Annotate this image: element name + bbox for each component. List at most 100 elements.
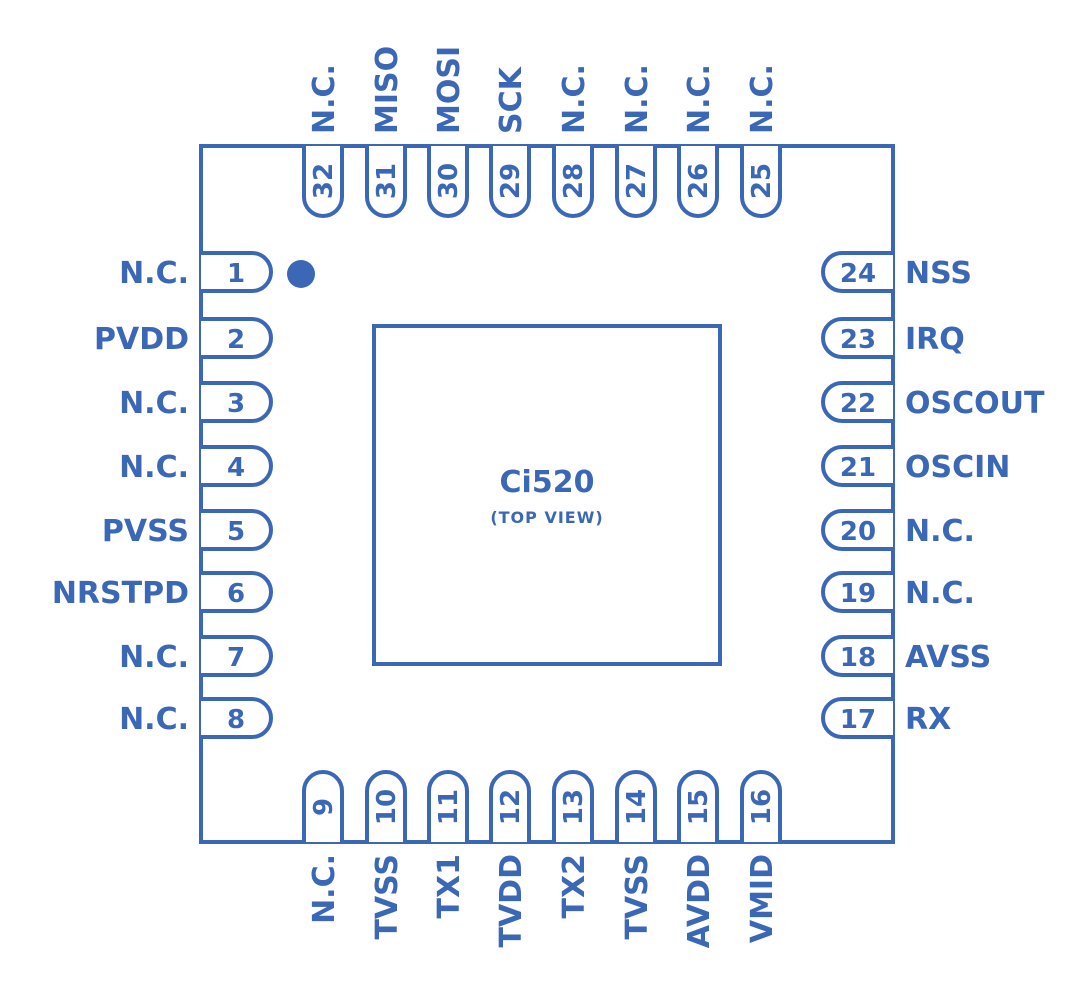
view-label: (TOP VIEW) <box>490 508 603 527</box>
pin-number: 15 <box>684 789 714 825</box>
pin-5: 5 PVSS <box>102 509 273 551</box>
pin-number: 1 <box>227 259 245 289</box>
pin-number: 5 <box>227 517 245 547</box>
pin-label: VMID <box>745 854 780 943</box>
pin-pad <box>821 381 893 423</box>
package-outline <box>199 144 895 844</box>
pin-label: TX2 <box>557 854 592 918</box>
pin-pad <box>427 146 469 218</box>
pin-19: 19 N.C. <box>821 571 975 613</box>
pin-label: AVSS <box>905 640 991 675</box>
chip-name: Ci520 <box>500 465 595 500</box>
pin-label: N.C. <box>307 854 342 924</box>
pin-number: 26 <box>684 163 714 199</box>
pin-number: 13 <box>559 789 589 825</box>
pin-number: 21 <box>840 453 876 483</box>
pin-label: PVDD <box>94 322 189 357</box>
pin-number: 27 <box>622 163 652 199</box>
pin-number: 19 <box>840 579 876 609</box>
pin-number: 6 <box>227 579 245 609</box>
pin-number: 3 <box>227 389 245 419</box>
pin-25: 25N.C. <box>740 64 782 218</box>
pin-number: 8 <box>227 705 245 735</box>
pin-label: OSCIN <box>905 450 1010 485</box>
pin-number: 24 <box>840 259 876 289</box>
pin-number: 11 <box>434 789 464 825</box>
pin-18: 18 AVSS <box>821 635 991 677</box>
pin-pad <box>615 770 657 842</box>
die-pad <box>372 324 722 666</box>
pin-pad <box>821 251 893 293</box>
pin-label: OSCOUT <box>905 386 1045 421</box>
pin-label: MISO <box>370 46 405 134</box>
pin-label: N.C. <box>745 64 780 134</box>
pin-1: 1 N.C. <box>119 251 273 293</box>
pin-number: 30 <box>434 163 464 199</box>
pin-label: N.C. <box>620 64 655 134</box>
pin-label: IRQ <box>905 322 965 357</box>
pin-label: PVSS <box>102 514 189 549</box>
pin-24: 24 NSS <box>821 251 972 293</box>
pin-label: N.C. <box>119 256 189 291</box>
pin-pad <box>821 509 893 551</box>
pin-pad <box>201 571 273 613</box>
pin-pad <box>615 146 657 218</box>
pin-number: 23 <box>840 325 876 355</box>
pin-pad <box>201 381 273 423</box>
pin-label: NSS <box>905 256 972 291</box>
pin-23: 23 IRQ <box>821 317 965 359</box>
pin-label: TX1 <box>432 854 467 918</box>
pin-pad <box>821 445 893 487</box>
pin-21: 21 OSCIN <box>821 445 1010 487</box>
pin-number: 12 <box>496 789 526 825</box>
pin-pad <box>821 571 893 613</box>
pin-label: N.C. <box>119 450 189 485</box>
pin-pad <box>201 251 273 293</box>
pin-label: MOSI <box>432 46 467 134</box>
pin-label: TVSS <box>620 854 655 940</box>
pin-26: 26 N.C. <box>677 64 719 218</box>
pin-pad <box>302 770 344 842</box>
pin-pad <box>489 146 531 218</box>
pin-pad <box>427 770 469 842</box>
pin-pad <box>552 770 594 842</box>
pin-number: 4 <box>227 453 245 483</box>
pin-4: 4 N.C. <box>119 445 273 487</box>
pin-pad <box>201 635 273 677</box>
pin-label: TVSS <box>370 854 405 940</box>
pin-pad <box>365 770 407 842</box>
pin-label: N.C. <box>119 640 189 675</box>
pin-number: 28 <box>559 163 589 199</box>
pin-pad <box>821 635 893 677</box>
pin-label: N.C. <box>119 386 189 421</box>
pins-layer: 1N.C.2PVDD3N.C.4N.C.5PVSS6NRSTPD7N.C.8N.… <box>52 46 1045 948</box>
pin-label: N.C. <box>119 702 189 737</box>
pin-label: N.C. <box>905 514 975 549</box>
pin-28: 28N.C. <box>552 64 594 218</box>
pin-number: 7 <box>227 643 245 673</box>
pin-32: 32N.C. <box>302 64 344 218</box>
pin-pad <box>552 146 594 218</box>
pin-pad <box>201 509 273 551</box>
pin-label: N.C. <box>905 576 975 611</box>
pin-pad <box>201 697 273 739</box>
pin-label: N.C. <box>682 64 717 134</box>
pin-number: 22 <box>840 389 876 419</box>
pin-pad <box>677 146 719 218</box>
pin-number: 18 <box>840 643 876 673</box>
pin-3: 3 N.C. <box>119 381 273 423</box>
pin-number: 32 <box>309 163 339 199</box>
pin-pad <box>201 317 273 359</box>
